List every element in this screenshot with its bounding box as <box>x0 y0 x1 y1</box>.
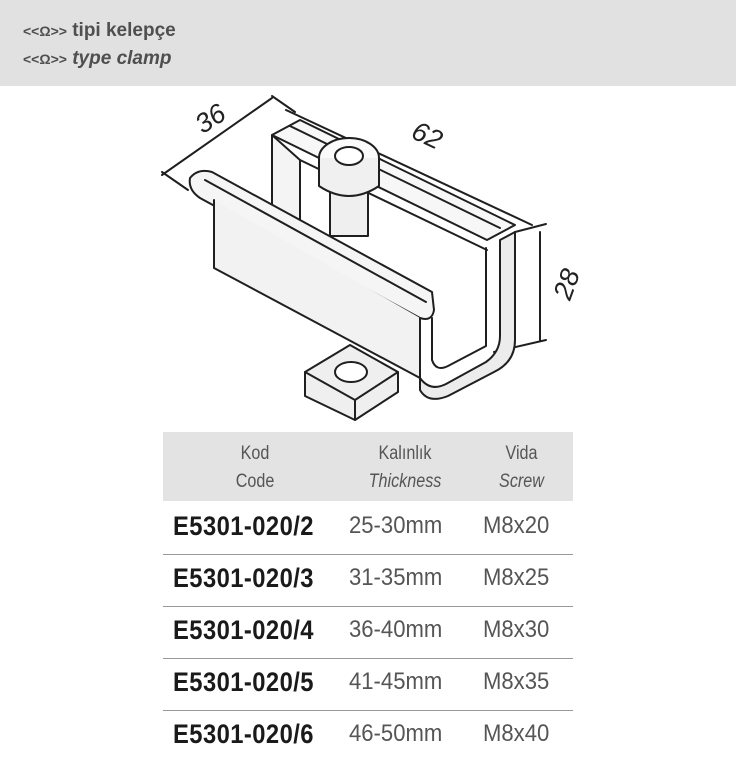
table-row: E5301-020/6 46-50mm M8x40 <box>163 710 573 762</box>
edge-line <box>289 125 501 229</box>
table-row: E5301-020/2 25-30mm M8x20 <box>163 502 573 555</box>
hex-socket <box>334 146 364 166</box>
header-screw: Vida Screw <box>478 440 566 496</box>
header-code-en: Code <box>235 471 275 492</box>
dim-line-width <box>161 97 273 176</box>
title-turkish: <<Ω>> tipi kelepçe <box>23 20 176 42</box>
product-code: E5301-020/6 <box>173 719 314 749</box>
thickness-value: 46-50mm <box>349 720 443 747</box>
table-row: E5301-020/5 41-45mm M8x35 <box>163 658 573 711</box>
edge-line <box>204 179 427 303</box>
screw-value: M8x40 <box>483 720 550 747</box>
dim-label-length: 62 <box>407 116 447 156</box>
product-code: E5301-020/2 <box>173 511 314 541</box>
thickness-value: 41-45mm <box>349 668 443 695</box>
bolt-head-side <box>318 157 380 197</box>
header-code: Kod Code <box>177 440 333 496</box>
dim-line-length <box>285 109 533 226</box>
product-code: E5301-020/4 <box>173 615 314 645</box>
table-row: E5301-020/3 31-35mm M8x25 <box>163 554 573 607</box>
dim-label-height: 28 <box>547 265 586 304</box>
screw-value: M8x20 <box>483 512 550 539</box>
dim-ext-line <box>514 223 547 233</box>
product-code: E5301-020/5 <box>173 667 314 697</box>
dim-ext-line <box>161 171 189 191</box>
header-thickness-en: Thickness <box>368 471 442 492</box>
title-english-text: type clamp <box>72 48 172 69</box>
title-english: <<Ω>> type clamp <box>23 48 171 70</box>
title-turkish-text: tipi kelepçe <box>72 20 176 41</box>
header-screw-en: Screw <box>499 471 544 492</box>
screw-value: M8x35 <box>483 668 550 695</box>
clamp-u-base <box>419 231 516 400</box>
header-code-tr: Kod <box>240 443 270 464</box>
screw-value: M8x30 <box>483 616 550 643</box>
thickness-value: 25-30mm <box>349 512 443 539</box>
thickness-value: 36-40mm <box>349 616 443 643</box>
thickness-value: 31-35mm <box>349 564 443 591</box>
table-row: E5301-020/4 36-40mm M8x30 <box>163 606 573 659</box>
clamp-front-wall <box>213 199 421 379</box>
nut-hole <box>334 361 368 383</box>
omega-mark: <<Ω>> <box>23 23 67 39</box>
clamp-back-flange <box>271 119 516 241</box>
product-code: E5301-020/3 <box>173 563 314 593</box>
title-banner <box>0 0 736 86</box>
table-header <box>163 432 573 501</box>
omega-mark: <<Ω>> <box>23 51 67 67</box>
clamp-front-lip <box>188 169 435 320</box>
header-thickness-tr: Kalınlık <box>378 443 432 464</box>
edge-line <box>431 247 487 369</box>
clamp-drawing: 36 62 28 <box>161 95 586 421</box>
header-screw-tr: Vida <box>505 443 538 464</box>
dim-ext-line <box>271 95 296 113</box>
screw-value: M8x25 <box>483 564 550 591</box>
dim-label-width: 36 <box>190 97 232 139</box>
header-thickness: Kalınlık Thickness <box>350 440 461 496</box>
